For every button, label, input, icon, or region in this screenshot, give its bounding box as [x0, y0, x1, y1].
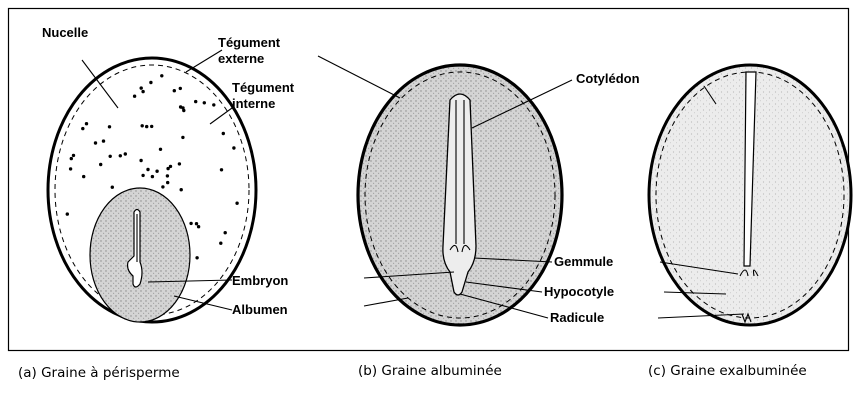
perisperm-dot	[173, 89, 176, 92]
perisperm-dot	[141, 174, 144, 177]
perisperm-dot	[180, 188, 183, 191]
label-tegument-externe-2: externe	[218, 51, 264, 66]
perisperm-dot	[141, 90, 144, 93]
label-tegument-interne-1: Tégument	[232, 80, 295, 95]
perisperm-dot	[109, 155, 112, 158]
perisperm-dot	[179, 87, 182, 90]
perisperm-dot	[222, 132, 225, 135]
perisperm-dot	[235, 202, 238, 205]
seed-b	[358, 65, 562, 325]
perisperm-dot	[224, 231, 227, 234]
perisperm-dot	[166, 181, 169, 184]
label-embryon: Embryon	[232, 273, 288, 288]
perisperm-dot	[124, 152, 127, 155]
perisperm-dot	[159, 148, 162, 151]
perisperm-dot	[69, 167, 72, 170]
label-cotyledon: Cotylédon	[576, 71, 640, 86]
perisperm-dot	[99, 163, 102, 166]
label-albumen: Albumen	[232, 302, 288, 317]
label-tegument-interne-2: interne	[232, 96, 275, 111]
perisperm-dot	[194, 100, 197, 103]
perisperm-dot	[203, 101, 206, 104]
label-radicule: Radicule	[550, 310, 604, 325]
perisperm-dot	[146, 168, 149, 171]
perisperm-dot	[70, 157, 73, 160]
perisperm-dot	[149, 81, 152, 84]
perisperm-dot	[195, 256, 198, 259]
perisperm-dot	[145, 125, 148, 128]
perisperm-dot	[232, 146, 235, 149]
perisperm-dot	[179, 105, 182, 108]
perisperm-dot	[102, 139, 105, 142]
caption-c: (c) Graine exalbuminée	[648, 363, 807, 379]
label-tegument-externe-1: Tégument	[218, 35, 281, 50]
perisperm-dot	[150, 125, 153, 128]
seed-c	[649, 65, 851, 325]
perisperm-dot	[111, 186, 114, 189]
perisperm-dot	[119, 154, 122, 157]
perisperm-dot	[166, 174, 169, 177]
perisperm-dot	[169, 165, 172, 168]
perisperm-dot	[181, 136, 184, 139]
perisperm-dot	[133, 95, 136, 98]
perisperm-dot	[82, 175, 85, 178]
label-nucelle: Nucelle	[42, 25, 88, 40]
perisperm-dot	[182, 109, 185, 112]
caption-b: (b) Graine albuminée	[358, 363, 502, 379]
perisperm-dot	[212, 103, 215, 106]
perisperm-dot	[141, 124, 144, 127]
perisperm-dot	[219, 242, 222, 245]
perisperm-dot	[161, 185, 164, 188]
perisperm-dot	[195, 222, 198, 225]
perisperm-dot	[108, 125, 111, 128]
perisperm-dot	[160, 74, 163, 77]
perisperm-dot	[197, 225, 200, 228]
perisperm-dot	[178, 162, 181, 165]
label-gemmule: Gemmule	[554, 254, 613, 269]
perisperm-dot	[140, 86, 143, 89]
perisperm-dot	[220, 168, 223, 171]
perisperm-dot	[189, 222, 192, 225]
perisperm-dot	[66, 212, 69, 215]
label-hypocotyle: Hypocotyle	[544, 284, 614, 299]
perisperm-dot	[155, 170, 158, 173]
caption-a: (a) Graine à périsperme	[18, 365, 180, 381]
perisperm-dot	[85, 122, 88, 125]
perisperm-dot	[151, 175, 154, 178]
perisperm-dot	[72, 154, 75, 157]
perisperm-dot	[94, 141, 97, 144]
perisperm-dot	[139, 159, 142, 162]
perisperm-dot	[81, 127, 84, 130]
